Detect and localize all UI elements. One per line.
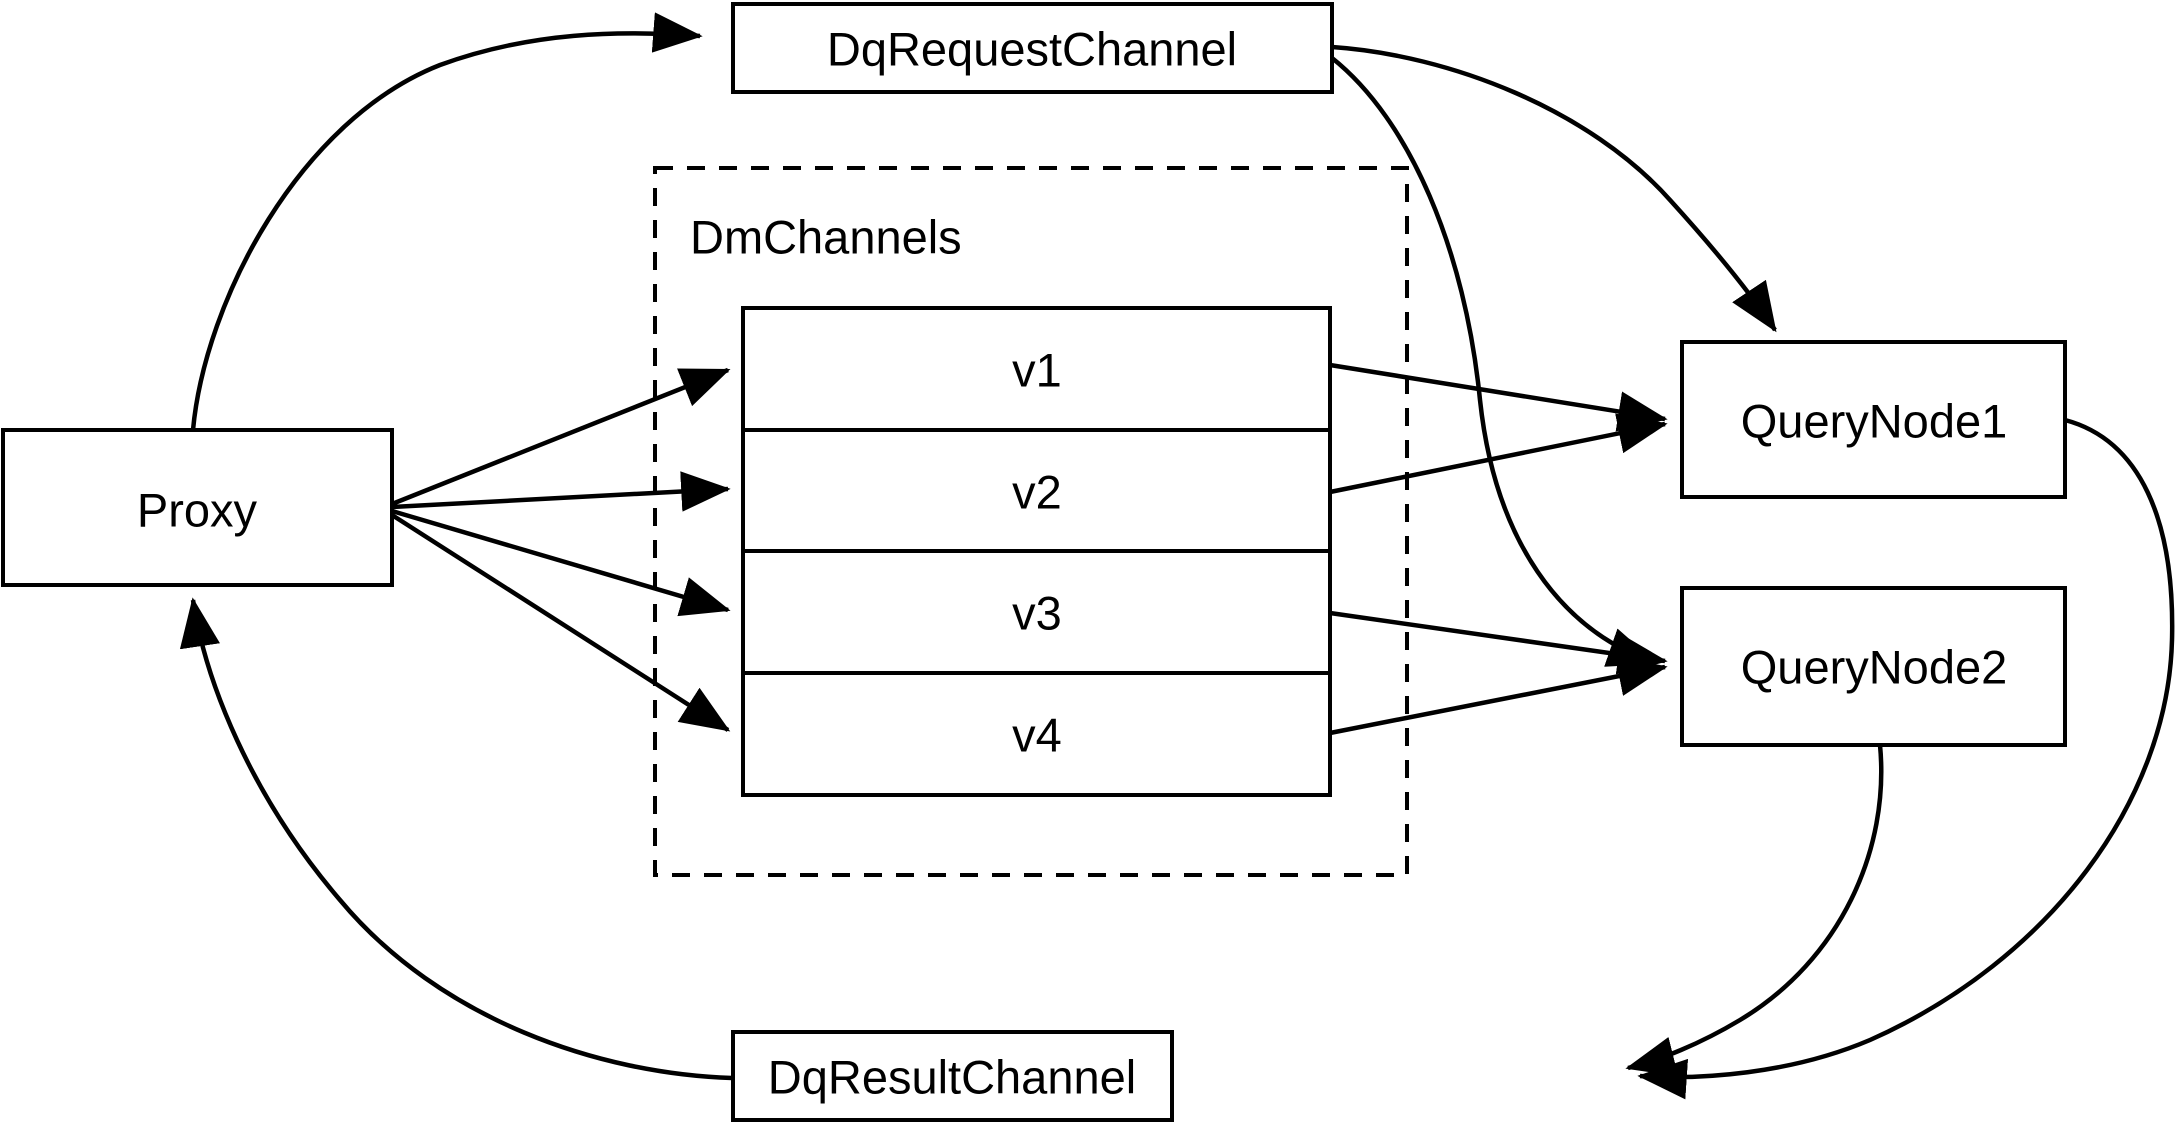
edge-proxy-to-v1 [391, 367, 731, 507]
node-query-node-2-box[interactable] [1680, 586, 2067, 747]
edge-dq-result-channel-to-proxy [179, 597, 733, 1081]
edge-dq-request-channel-to-query-node-2 [1330, 56, 1658, 667]
node-proxy-label: Proxy [137, 484, 258, 537]
dm-channel-row-v2[interactable]: v2 [1012, 466, 1062, 519]
dm-channel-row-v3[interactable]: v3 [1012, 587, 1062, 640]
dm-channel-row-v4[interactable]: v4 [1012, 709, 1062, 762]
edge-v2-to-query-node-1 [1329, 413, 1668, 495]
node-dq-result-channel-label: DqResultChannel [768, 1051, 1136, 1104]
dm-channel-row-v1[interactable]: v1 [1012, 344, 1062, 397]
edge-query-node-1-to-dq-result-channel [1637, 417, 2175, 1100]
node-query-node-1-label: QueryNode1 [1741, 395, 2008, 448]
node-query-node-2-label: QueryNode2 [1741, 641, 2008, 694]
dm-channels-group-label: DmChannels [690, 211, 962, 264]
edge-query-node-2-to-dq-result-channel [1625, 744, 1884, 1077]
node-dq-request-channel-box[interactable] [731, 2, 1334, 94]
edge-v4-to-query-node-2 [1329, 656, 1668, 736]
edge-v1-to-query-node-1 [1329, 362, 1668, 432]
edge-dq-request-channel-to-query-node-1 [1331, 44, 1777, 333]
dm-channels-group-box [653, 166, 1409, 877]
node-dq-request-channel-label: DqRequestChannel [827, 23, 1237, 76]
node-query-node-1-box[interactable] [1680, 340, 2067, 499]
edge-proxy-to-dq-request-channel [190, 12, 703, 431]
node-dq-result-channel-box[interactable] [731, 1030, 1174, 1122]
edge-proxy-to-v3 [391, 508, 731, 617]
edge-proxy-to-v2 [391, 471, 731, 512]
edge-proxy-to-v4 [390, 513, 731, 732]
node-proxy-box[interactable] [1, 428, 394, 587]
edge-v3-to-query-node-2 [1329, 610, 1668, 675]
